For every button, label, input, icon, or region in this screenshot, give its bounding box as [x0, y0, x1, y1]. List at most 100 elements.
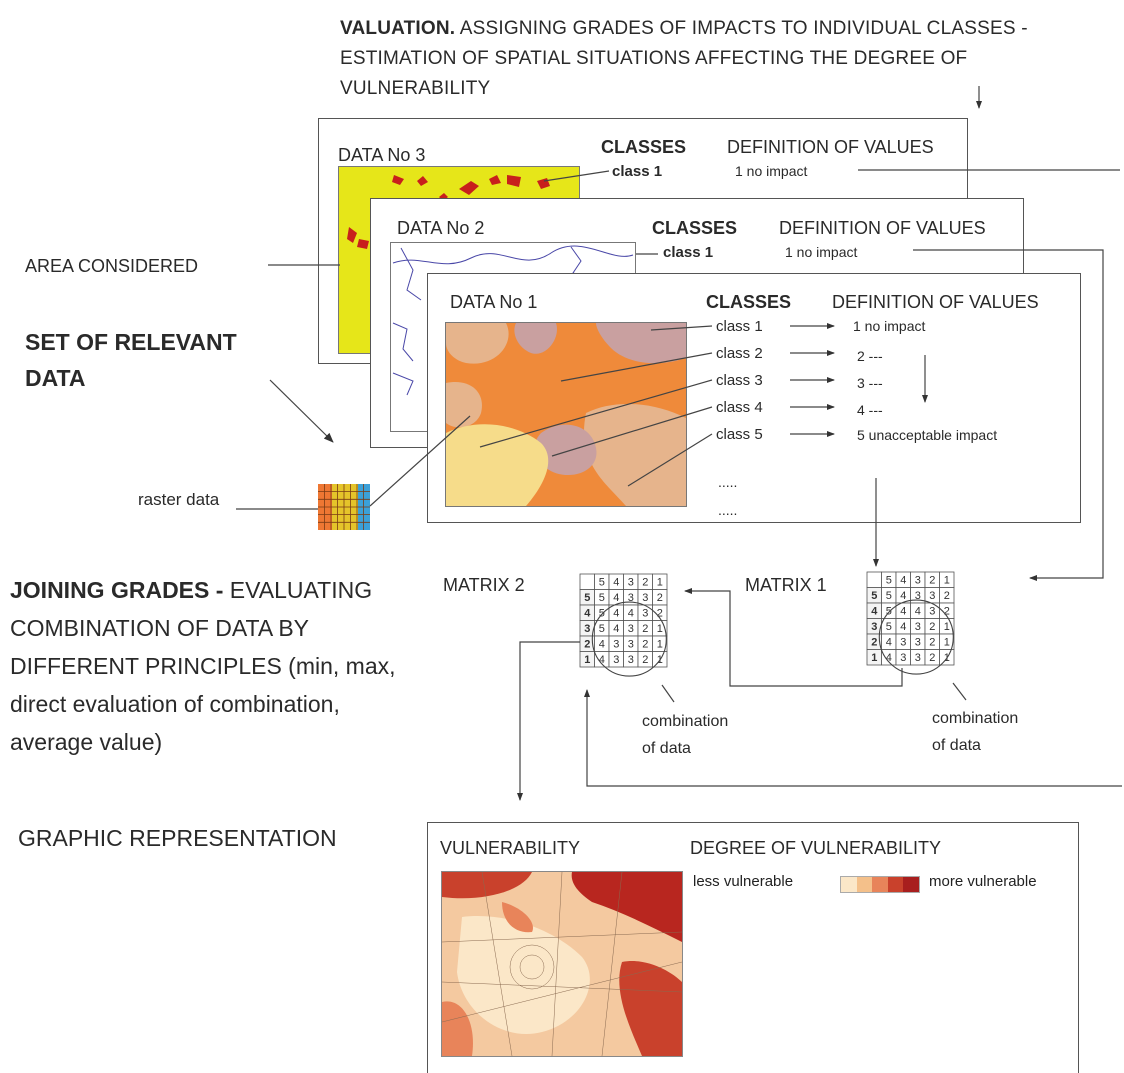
matrix-1-cell: 2	[944, 590, 950, 602]
valuation-line-3: VULNERABILITY	[340, 78, 491, 99]
data-3-patch	[392, 175, 404, 185]
matrix-2-cell: 4	[599, 654, 605, 666]
matrix-1-header-cell: 3	[915, 575, 921, 587]
data-1-class-2: class 2	[716, 345, 763, 362]
matrix-2-cell: 2	[642, 623, 648, 635]
vulnerability-scale-swatch	[872, 877, 888, 892]
matrix-2-cell: 3	[628, 639, 634, 651]
data-2-class-1: class 1	[663, 244, 714, 261]
raster-data-label: raster data	[138, 490, 220, 509]
set-of-relevant-data-line-1: SET OF RELEVANT	[25, 329, 237, 355]
vulnerability-title: VULNERABILITY	[440, 838, 581, 858]
valuation-line-2: ESTIMATION OF SPATIAL SITUATIONS AFFECTI…	[340, 48, 968, 69]
data-1-class-3: class 3	[716, 372, 763, 389]
data-2-title: DATA No 2	[397, 218, 485, 238]
degree-of-vulnerability-title: DEGREE OF VULNERABILITY	[690, 838, 942, 858]
matrix-1-cell: 4	[900, 606, 906, 618]
matrix-2-cell: 3	[628, 592, 634, 604]
data-1-ellipsis-2: .....	[718, 502, 738, 518]
matrix-1-cell: 3	[915, 590, 921, 602]
raster-grid-svg	[318, 484, 370, 530]
data-1-class-4: class 4	[716, 399, 763, 416]
matrix-2-cell: 1	[584, 654, 590, 666]
matrix-2-header-cell: 2	[642, 577, 648, 589]
matrix-2-cell: 5	[584, 592, 590, 604]
matrix-2-header-cell: 4	[613, 577, 619, 589]
matrix-1-cell: 4	[900, 590, 906, 602]
vuln-zone-high	[619, 961, 682, 1056]
vuln-zone-low	[457, 916, 590, 1034]
data-3-map-patches	[347, 175, 550, 249]
matrix-2-cell: 2	[584, 639, 590, 651]
joining-grades-line-5: average value)	[10, 729, 163, 755]
data-3-patch	[459, 181, 479, 195]
data-2-value-1: 1 no impact	[785, 244, 858, 260]
matrix-2-cell: 2	[657, 592, 663, 604]
more-vulnerable-label: more vulnerable	[929, 873, 1037, 890]
data-3-patch	[507, 175, 521, 187]
set-of-relevant-data-line-2: DATA	[25, 365, 86, 391]
data-2-line	[392, 322, 414, 362]
matrix-2-cell: 3	[642, 608, 648, 620]
matrix-1-cell: 3	[900, 652, 906, 664]
data-1-ellipsis-1: .....	[718, 474, 738, 490]
matrix-2-cell: 4	[613, 623, 619, 635]
matrix-1-header-cell: 2	[929, 575, 935, 587]
matrix-1-header-cell: 1	[944, 575, 950, 587]
joining-grades-title: JOINING GRADES -	[10, 577, 224, 603]
data-3-patch	[417, 176, 428, 186]
less-vulnerable-label: less vulnerable	[693, 873, 794, 890]
data-1-classes-heading: CLASSES	[706, 292, 792, 312]
matrix-2-cell: 3	[613, 639, 619, 651]
matrix-2-header-cell: 3	[628, 577, 634, 589]
matrix-1-label: MATRIX 1	[745, 575, 827, 595]
matrix-1-cell: 2	[929, 652, 935, 664]
matrix-2-cell: 2	[657, 608, 663, 620]
matrix-1-cell: 5	[871, 590, 877, 602]
data-3-definition-heading: DEFINITION OF VALUES	[727, 137, 934, 157]
vuln-zone-mid	[442, 1001, 473, 1056]
graphic-representation-label: GRAPHIC REPRESENTATION	[18, 825, 337, 851]
matrix-1-cell: 2	[944, 606, 950, 618]
data-1-class-5: class 5	[716, 426, 763, 443]
valuation-title: VALUATION.	[340, 18, 456, 39]
matrix-2-cell: 1	[657, 639, 663, 651]
data-1-region-tan	[446, 323, 509, 364]
data-1-title: DATA No 1	[450, 292, 538, 312]
matrix-1-cell: 2	[929, 621, 935, 633]
matrix-1-header-cell: 5	[886, 575, 892, 587]
matrix-2-header-cell: 5	[599, 577, 605, 589]
data-1-class-1: class 1	[716, 318, 763, 335]
data-3-classes-heading: CLASSES	[601, 137, 687, 157]
matrix-1-header-cell: 4	[900, 575, 906, 587]
matrix-1-cell: 3	[900, 637, 906, 649]
matrix-1-cell: 3	[915, 652, 921, 664]
data-1-value-2: 2 ---	[857, 348, 883, 364]
matrix-2-cell: 5	[599, 623, 605, 635]
data-2-definition-heading: DEFINITION OF VALUES	[779, 218, 986, 238]
matrix-1-cell: 2	[871, 637, 877, 649]
vulnerability-scale-swatch	[903, 877, 919, 892]
vulnerability-scale	[840, 876, 920, 893]
matrix-1-cell: 4	[871, 606, 878, 618]
data-2-line	[400, 247, 422, 301]
data-2-classes-heading: CLASSES	[652, 218, 738, 238]
matrix-2-combination-circle	[591, 601, 667, 677]
joining-grades-line-4: direct evaluation of combination,	[10, 691, 340, 717]
matrix-1-cell: 1	[871, 652, 877, 664]
matrix-2-cell: 3	[642, 592, 648, 604]
data-1-value-3: 3 ---	[857, 375, 883, 391]
matrix-1-cell: 4	[915, 606, 921, 618]
data-3-patch	[357, 239, 369, 249]
data-2-line	[392, 245, 634, 265]
matrix-2-cell: 3	[584, 623, 590, 635]
data-3-class-1: class 1	[612, 163, 663, 180]
data-1-region-mauve	[514, 323, 557, 354]
matrix-2-cell: 3	[628, 623, 634, 635]
matrix-1-cell: 3	[871, 621, 877, 633]
joining-grades-line-1: JOINING GRADES - EVALUATING	[10, 574, 372, 606]
vulnerability-scale-swatch	[856, 877, 873, 892]
matrix-1-cell: 1	[944, 637, 950, 649]
matrix-2-cell: 4	[584, 608, 591, 620]
